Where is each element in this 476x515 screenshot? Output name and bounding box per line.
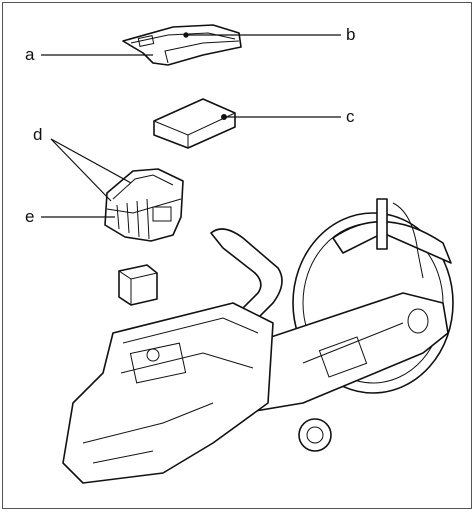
label-e: e (25, 207, 34, 226)
label-a: a (25, 45, 35, 64)
filter-insert (118, 264, 158, 306)
filter-housing (104, 168, 184, 242)
exploded-diagram: a b c d e (25, 24, 454, 484)
air-filter-block (153, 98, 236, 149)
label-d: d (33, 125, 42, 144)
leader-d1 (50, 138, 132, 184)
label-c: c (346, 107, 355, 126)
leader-d2 (50, 138, 112, 202)
label-b: b (346, 25, 355, 44)
power-cutter (62, 198, 454, 484)
cover-part (122, 24, 242, 66)
diagram-frame: a b c d e (2, 2, 472, 509)
